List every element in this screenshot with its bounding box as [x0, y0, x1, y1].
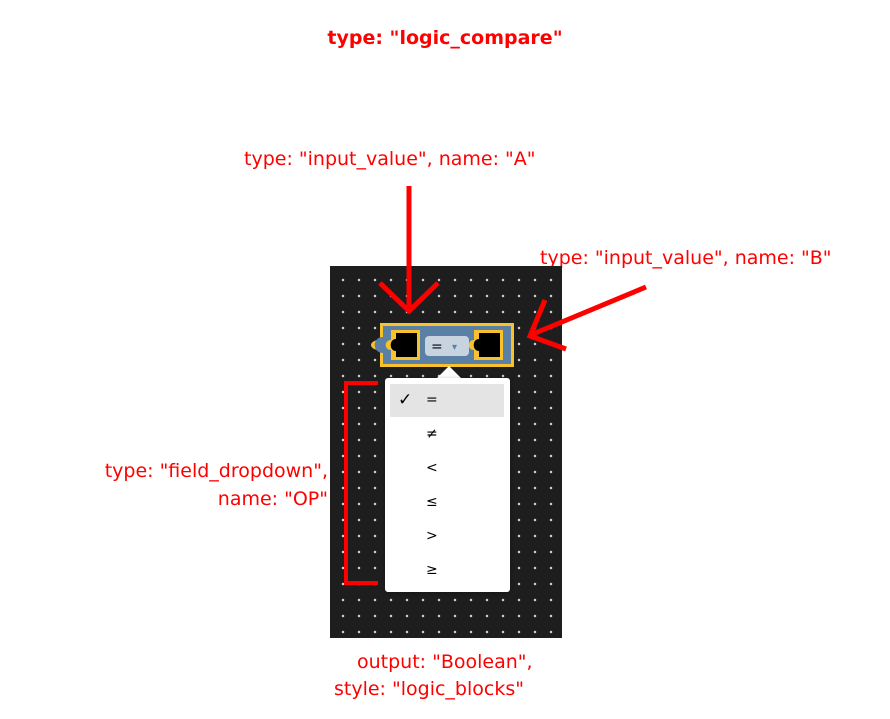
op-dropdown-menu[interactable]: ✓ = ≠ < ≤ > ≥: [385, 378, 510, 592]
input-a-socket[interactable]: [385, 330, 420, 360]
menu-item-eq[interactable]: ✓ =: [390, 384, 504, 417]
arrow-input-a: [378, 186, 440, 315]
input-b-annotation: type: "input_value", name: "B": [540, 247, 832, 269]
arrow-input-b: [526, 284, 647, 352]
menu-item-gte[interactable]: ≥: [426, 562, 438, 578]
output-annotation-line1: output: "Boolean",: [357, 651, 533, 673]
op-field-value: =: [431, 339, 443, 355]
logic-compare-block[interactable]: = ▾: [368, 320, 518, 372]
op-field-dropdown[interactable]: = ▾: [425, 336, 469, 356]
menu-item-lt[interactable]: <: [426, 460, 438, 476]
input-a-annotation: type: "input_value", name: "A": [244, 148, 536, 170]
dropdown-annotation-line1: type: "field_dropdown",: [104, 460, 328, 482]
input-b-socket[interactable]: [468, 330, 503, 360]
dropdown-annotation-line2: name: "OP": [217, 488, 328, 510]
bracket-dropdown: [344, 381, 378, 585]
check-icon: ✓: [398, 390, 413, 410]
menu-item-neq[interactable]: ≠: [426, 426, 438, 442]
chevron-down-icon: ▾: [452, 342, 457, 353]
menu-item-gt[interactable]: >: [426, 528, 438, 544]
dropdown-pointer: [437, 366, 461, 378]
menu-item-lte[interactable]: ≤: [426, 494, 438, 510]
output-annotation-line2: style: "logic_blocks": [334, 678, 524, 700]
block-type-title: type: "logic_compare": [327, 27, 563, 49]
